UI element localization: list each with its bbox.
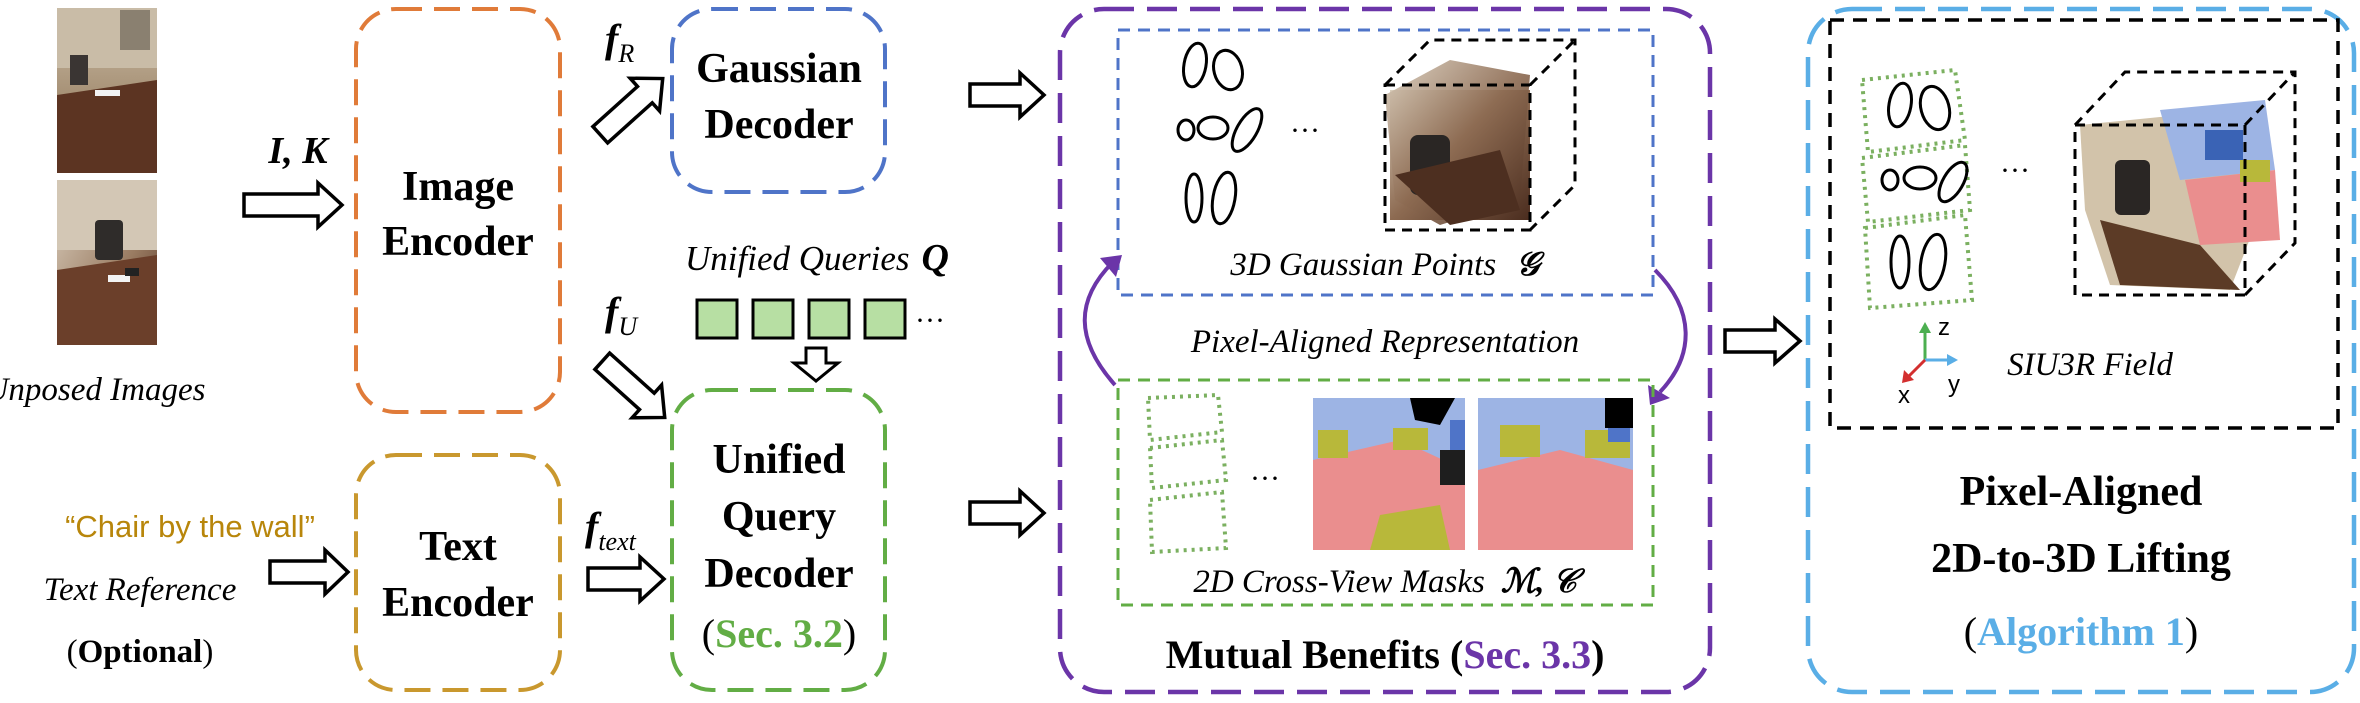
cycle-arrow-left: [1082, 260, 1117, 387]
siu3r-scene-cube: [2073, 70, 2297, 297]
feature-fu-label: fU: [605, 289, 639, 341]
arrow-text-to-query: [586, 553, 667, 605]
siu3r-field-box: [1828, 18, 2340, 430]
mask-view-2: [1478, 398, 1633, 550]
pose-intrinsics-label: I, K: [267, 130, 330, 172]
input-image-2: [57, 180, 157, 345]
query-cells: [695, 298, 907, 340]
lifting-panel: [1805, 6, 2357, 695]
cycle-arrow-right: [1653, 268, 1688, 394]
arrow-images-to-encoder: [242, 179, 345, 231]
arrow-mutual-to-lifting: [1723, 315, 1803, 367]
lifting-title-2: 2D-to-3D Lifting: [1931, 536, 2231, 582]
label-i: I: [267, 130, 284, 172]
axis-y-label: y: [1948, 371, 1960, 398]
uqd-label-2: Query: [722, 494, 836, 540]
query-cell: [695, 298, 739, 340]
mutual-benefits-panel: [1057, 6, 1713, 695]
gaussian-decoder-label-1: Gaussian: [696, 46, 862, 92]
label-k: K: [301, 130, 330, 172]
queries-ellipsis: ···: [915, 304, 945, 337]
cycle-arrowhead-right: [1648, 385, 1670, 405]
axis-x-label: x: [1898, 382, 1910, 409]
query-cell: [751, 298, 795, 340]
arrow-gaussian-to-mutual: [968, 69, 1047, 121]
uqd-label-3: Decoder: [704, 551, 853, 597]
text-encoder-box: [354, 453, 562, 692]
lifting-title-1: Pixel-Aligned: [1960, 469, 2203, 515]
pixel-aligned-label: Pixel-Aligned Representation: [1190, 324, 1579, 360]
uqd-label-1: Unified: [712, 437, 845, 483]
label-sep: ,: [282, 130, 302, 172]
gaussian-points-box: [1116, 28, 1655, 297]
feature-fr-label: fR: [605, 16, 634, 68]
gaussian-decoder-label-2: Decoder: [704, 102, 853, 148]
cycle-arrowhead-left: [1100, 255, 1122, 277]
axes-gizmo: [1902, 322, 1958, 383]
axis-z-label: z: [1938, 314, 1950, 341]
mask-outlines: [1145, 392, 1229, 555]
image-encoder-label-1: Image: [402, 164, 514, 210]
mask-view-1: [1313, 398, 1465, 550]
gaussian-scene-cube: [1383, 38, 1577, 232]
text-reference-label: Text Reference: [44, 572, 237, 608]
gaussian-ellipsis: ···: [1290, 114, 1320, 147]
gaussian-decoder-box: [670, 7, 887, 194]
mutual-benefits-title: Mutual Benefits (Sec. 3.3): [1166, 632, 1605, 677]
text-encoder-label-2: Encoder: [382, 580, 534, 626]
cross-view-masks-box: [1116, 378, 1655, 607]
image-encoder-box: [354, 7, 562, 414]
text-encoder-label-1: Text: [419, 524, 497, 570]
arrow-queries-down: [789, 346, 843, 383]
optional-label: (Optional): [67, 634, 214, 670]
gaussian-ellipses: [1176, 41, 1264, 226]
masks-ellipsis: ···: [1250, 462, 1280, 495]
lifting-ellipsis: ···: [2000, 154, 2030, 187]
arrow-encoder-to-gaussian: [590, 76, 665, 146]
lifting-gaussian-masks: [1859, 67, 1975, 311]
arrow-text-to-encoder: [268, 545, 351, 599]
siu3r-field-label: SIU3R Field: [2007, 347, 2173, 383]
uqd-ref: (Sec. 3.2): [702, 611, 856, 656]
text-reference-quote: “Chair by the wall”: [65, 509, 315, 544]
query-cell: [807, 298, 851, 340]
lifting-ref: (Algorithm 1): [1964, 609, 2198, 654]
unposed-images-caption: Unposed Images: [0, 372, 205, 408]
feature-ftext-label: ftext: [585, 504, 637, 556]
query-cell: [863, 298, 907, 340]
arrow-encoder-to-query: [592, 350, 667, 420]
image-encoder-label-2: Encoder: [382, 219, 534, 265]
unified-query-decoder-box: [670, 388, 887, 692]
arrow-query-to-mutual: [968, 487, 1047, 539]
input-image-1: [57, 8, 157, 173]
